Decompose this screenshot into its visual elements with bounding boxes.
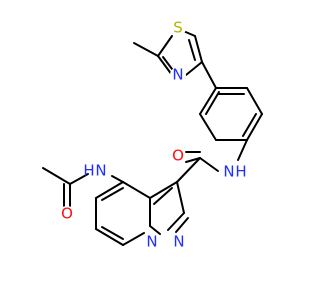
bonds (42, 29, 263, 246)
bond (167, 212, 185, 231)
bond (237, 139, 248, 161)
thiazole-nitrogen-atom: N (172, 66, 183, 84)
bond (176, 181, 185, 214)
bond (246, 113, 263, 141)
acetamide-oxygen-atom: O (61, 205, 73, 223)
sulfur-atom: S (173, 19, 183, 37)
bond (246, 87, 263, 115)
bond (95, 181, 124, 199)
bond (194, 35, 203, 63)
acetamide-nitrogen-atom: N (95, 162, 106, 180)
bond (101, 187, 124, 201)
bond (175, 217, 189, 233)
bond (157, 35, 173, 57)
bond (185, 157, 201, 163)
bond (176, 157, 201, 183)
amide-oxygen-atom: O (172, 147, 184, 165)
bond (199, 113, 217, 141)
bond (201, 61, 217, 89)
bond (95, 228, 124, 246)
acetamide-hydrogen-atom: H (83, 162, 94, 180)
molecule-diagram: S N O N H H N O N N (42, 19, 263, 251)
bond (157, 55, 173, 76)
structure-svg: S N O N H H N O N N (42, 19, 263, 251)
bond (199, 87, 217, 115)
bond (185, 61, 203, 76)
bond (242, 113, 257, 137)
bond (133, 42, 159, 57)
bond (122, 181, 151, 199)
atom-labels: S N O N H H N O N N (59, 19, 247, 251)
bond (101, 226, 124, 240)
bond (122, 232, 145, 246)
bond (162, 56, 173, 70)
bond (111, 175, 124, 183)
pyrazole-nitrogen-atom: N (173, 233, 184, 251)
bond (153, 187, 173, 205)
bond (149, 225, 161, 235)
amide-nitrogen-atom: N (223, 163, 234, 181)
bond (205, 91, 220, 115)
amide-hydrogen-atom: H (235, 163, 246, 181)
bridgehead-nitrogen-atom: N (146, 233, 157, 251)
bond (149, 181, 178, 199)
bond (188, 39, 196, 61)
bond (69, 173, 89, 185)
bond (199, 157, 219, 172)
bond (42, 167, 71, 185)
